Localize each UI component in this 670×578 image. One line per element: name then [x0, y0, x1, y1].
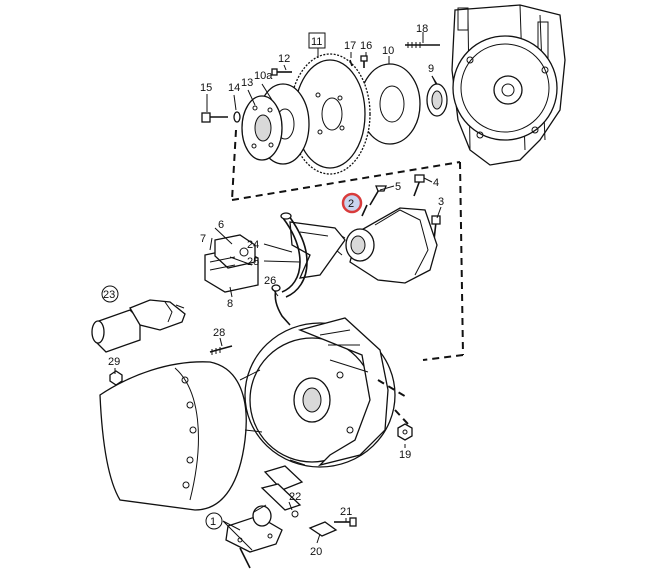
label-14: 14 [228, 82, 240, 94]
label-12: 12 [278, 53, 290, 65]
bolt-4 [413, 174, 425, 197]
label-28: 28 [213, 327, 225, 339]
label-5: 5 [395, 181, 401, 193]
label-22: 22 [289, 491, 301, 503]
engine-block [451, 4, 566, 166]
leader-lines [114, 48, 442, 551]
label-1: 1 [210, 516, 216, 528]
label-8: 8 [227, 298, 233, 310]
bracket-24 [289, 221, 346, 279]
bolt-2 [361, 204, 368, 217]
label-18: 18 [416, 23, 428, 35]
bolt-12 [271, 68, 292, 76]
hub-9 [426, 75, 448, 117]
label-24: 24 [247, 239, 259, 251]
label-17: 17 [344, 40, 356, 52]
label-7: 7 [200, 233, 206, 245]
label-circle-23 [101, 285, 119, 303]
label-4: 4 [433, 177, 439, 189]
bolt-5 [369, 185, 387, 206]
dashed-leader-19 [377, 379, 409, 425]
flywheel-housing [239, 317, 396, 468]
starter-housing [329, 207, 438, 284]
label-26: 26 [264, 275, 276, 287]
bolt-21 [334, 517, 357, 527]
plate-20 [308, 521, 338, 537]
label-10: 10 [382, 45, 394, 57]
label-19: 19 [399, 449, 411, 461]
label-box-11 [308, 32, 326, 49]
label-10a: 10a [254, 70, 273, 82]
label-11: 11 [311, 36, 322, 48]
flange-13 [241, 95, 283, 161]
solenoid-6 [204, 234, 259, 293]
stud-18 [405, 32, 440, 48]
stud-28 [209, 345, 233, 355]
pin-17 [349, 59, 353, 67]
bolt-16 [360, 55, 368, 68]
oil-filter-23 [91, 299, 186, 353]
label-16: 16 [360, 40, 372, 52]
label-15: 15 [200, 82, 212, 94]
label-2[interactable]: 2 [348, 198, 354, 210]
label-21: 21 [340, 506, 352, 518]
label-9: 9 [428, 63, 434, 75]
label-6: 6 [218, 219, 224, 231]
flywheel-11 [289, 53, 371, 175]
label-13: 13 [241, 77, 253, 89]
engine-mount-1 [225, 504, 283, 569]
label-25: 25 [247, 256, 259, 268]
label-29: 29 [108, 356, 120, 368]
nut-29 [109, 370, 123, 386]
bolt-15 [201, 112, 228, 123]
bracket-22 [260, 465, 304, 518]
label-20: 20 [310, 546, 322, 558]
washer-14 [233, 111, 241, 123]
highlight-marker-2[interactable] [341, 192, 363, 214]
label-23: 23 [103, 289, 115, 301]
transmission-housing [99, 361, 247, 511]
label-circle-1 [205, 512, 223, 530]
label-3: 3 [438, 196, 444, 208]
nut-19 [397, 423, 413, 441]
